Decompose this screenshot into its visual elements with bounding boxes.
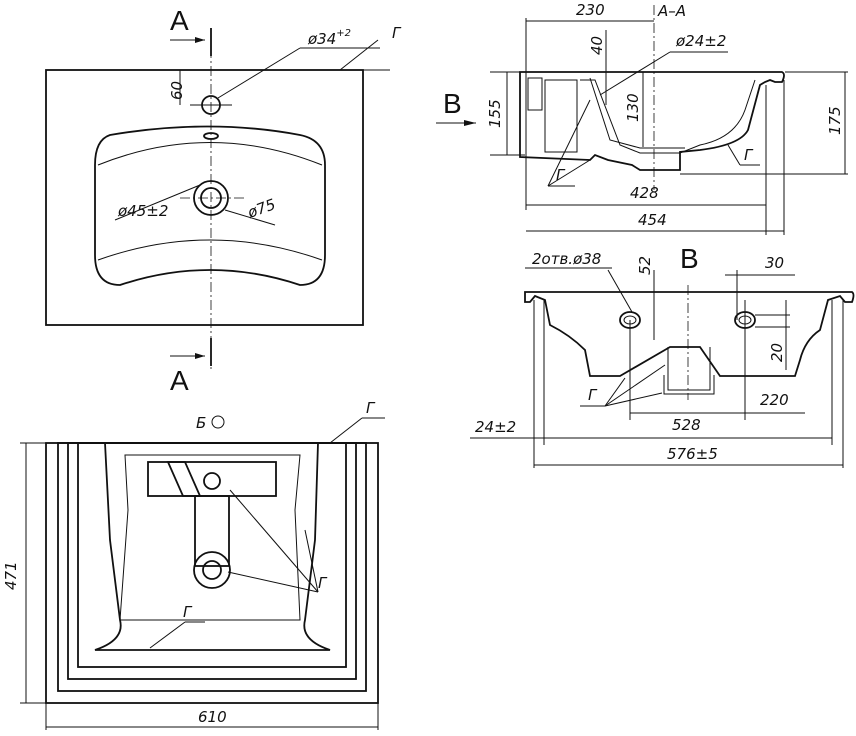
- top-view: А А ø34+2 Г 60 ø45±2 ø75: [45, 5, 402, 396]
- rotation-icon: [211, 415, 225, 429]
- bowl-outline: [94, 125, 326, 286]
- dim-155: 155: [486, 99, 504, 128]
- dim-130: 130: [624, 93, 642, 122]
- glaze-mark: Г: [366, 399, 376, 417]
- dim-175: 175: [826, 106, 844, 135]
- basin-outline: [45, 69, 364, 326]
- dim-220: 220: [760, 391, 789, 409]
- tap-hole-dim: ø34+2: [307, 28, 351, 48]
- view-title: В: [680, 243, 699, 274]
- section-mark-top: А: [170, 5, 189, 36]
- dim-20: 20: [768, 343, 786, 362]
- dim-576: 576±5: [667, 445, 718, 463]
- dim-40: 40: [588, 36, 606, 55]
- glaze-mark: Г: [744, 146, 754, 164]
- dim-52: 52: [636, 256, 654, 275]
- view-arrow-label: В: [443, 88, 462, 119]
- width-dim: 610: [198, 708, 227, 726]
- glaze-mark: Г: [318, 574, 328, 592]
- dim-24: 24±2: [475, 418, 516, 436]
- holes-dim: 2отв.ø38: [532, 250, 601, 268]
- dim-30: 30: [765, 254, 784, 272]
- height-dim: 471: [2, 561, 20, 590]
- dim-454: 454: [638, 211, 667, 229]
- dim-528: 528: [672, 416, 701, 434]
- tap-offset-dim: 60: [168, 81, 186, 100]
- glaze-mark: Г: [556, 166, 566, 184]
- bottom-view: 471 610 Б Г Г Г: [2, 399, 385, 730]
- section-mark-bottom: А: [170, 365, 189, 396]
- glaze-mark: Г: [588, 386, 598, 404]
- view-mark: Б: [196, 414, 206, 432]
- glaze-mark: Г: [183, 603, 193, 621]
- overflow-dim: ø24±2: [675, 32, 726, 50]
- section-view: 230 А–А 40 ø24±2 В 155 130 175 Г Г 428 4…: [436, 1, 848, 235]
- glaze-mark: Г: [392, 24, 402, 42]
- drain-outer-dim: ø75: [244, 195, 278, 222]
- dim-230: 230: [576, 1, 605, 19]
- drain-dim: ø45±2: [117, 202, 168, 220]
- section-title: А–А: [657, 2, 686, 20]
- side-view: 2отв.ø38 52 В 30 20 Г 220 528 24±2 576±5: [470, 243, 855, 468]
- dim-428: 428: [630, 184, 659, 202]
